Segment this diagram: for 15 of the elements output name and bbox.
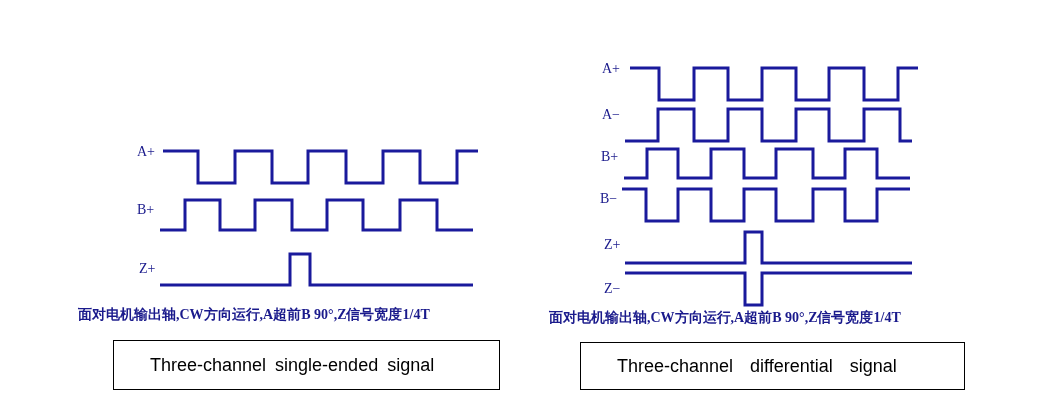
signal-label: A+ <box>137 145 155 159</box>
note-text: 面对电机输出轴,CW方向运行,A超前B 90°,Z信号宽度1/4T <box>549 310 901 326</box>
signal-label: Z− <box>604 282 621 296</box>
caption-box <box>580 342 965 390</box>
signal-label: Z+ <box>604 238 621 252</box>
signal-label: Z+ <box>139 262 156 276</box>
signal-label: B+ <box>601 150 619 164</box>
caption-text: Three-channel differential signal <box>617 356 897 376</box>
note-text: 面对电机输出轴,CW方向运行,A超前B 90°,Z信号宽度1/4T <box>78 307 430 323</box>
signal-label: B− <box>600 192 618 206</box>
signal-label: B+ <box>137 203 155 217</box>
signal-label: A− <box>602 108 620 122</box>
caption-text: Three-channel single-ended signal <box>150 355 435 375</box>
signal-label: A+ <box>602 62 620 76</box>
caption-box <box>113 340 500 390</box>
